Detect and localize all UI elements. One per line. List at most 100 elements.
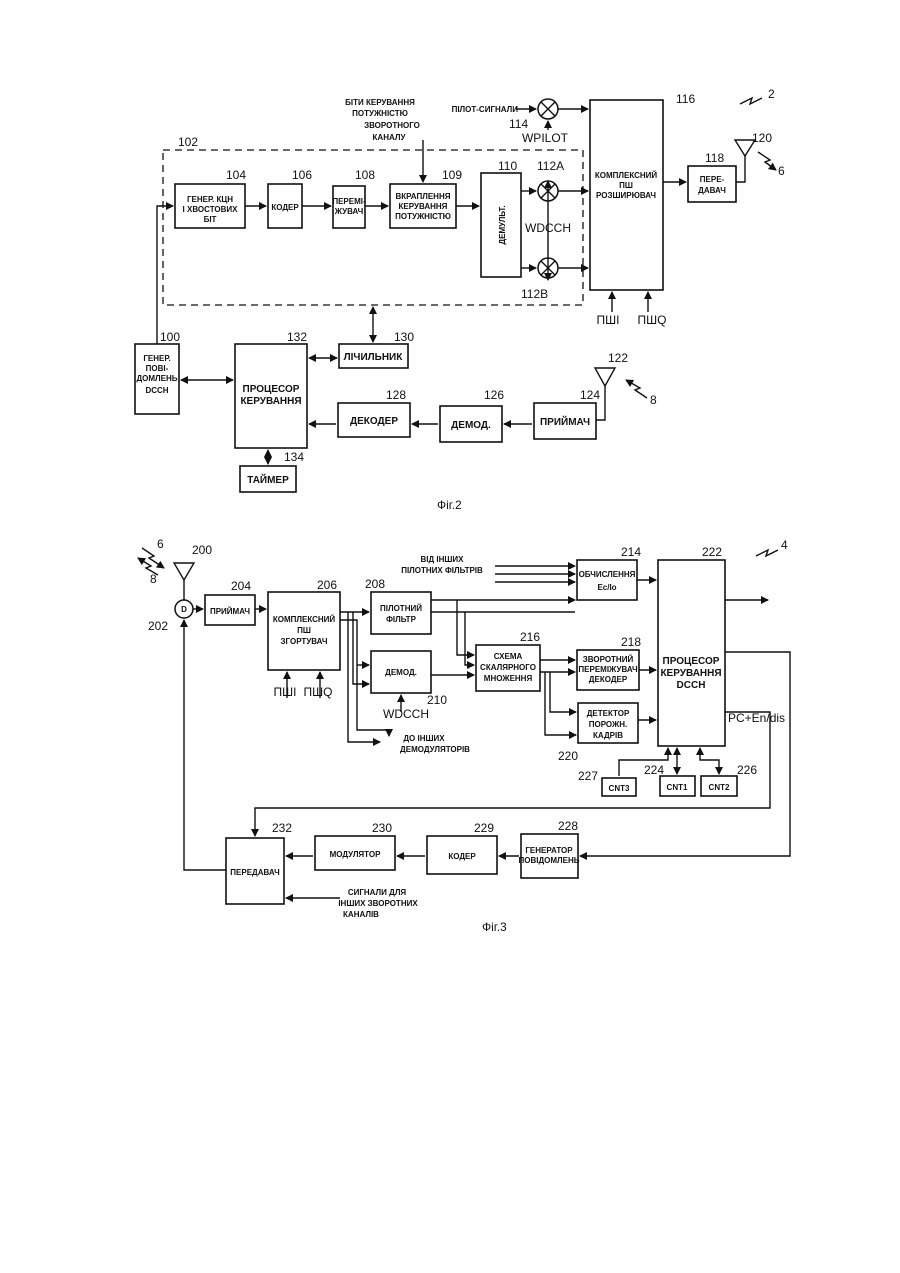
ref-202: 202 [148,619,168,633]
ref-106: 106 [292,168,312,182]
pn-q-label-fig2: ПШQ [638,313,667,327]
receiver-label-fig3: ПРИЙМАЧ [210,607,250,616]
dot-product-label-2: СКАЛЯРНОГО [480,663,536,672]
ref-124: 124 [580,388,600,402]
ref-4: 4 [781,538,788,552]
transmitter-label-fig3: ПЕРЕДАВАЧ [230,868,280,877]
dcch-proc-label-2: КЕРУВАННЯ [660,668,721,679]
pilot-filter-label-2: ФІЛЬТР [386,615,416,624]
cnt2-label: CNT2 [709,783,730,792]
demod-label-fig2: ДЕМОД. [451,420,491,431]
coder-label-fig3: КОДЕР [448,852,476,861]
figure-3-caption: Фіг.3 [482,920,507,934]
ref-2-arrow [740,98,762,104]
empty-detector-label-3: КАДРІВ [593,731,623,740]
ecio-label-2: Ec/Io [597,583,616,592]
ref-200: 200 [192,543,212,557]
ref-112b: 112В [521,287,548,301]
ecio-calc-box [577,560,637,600]
control-processor-label-1: ПРОЦЕСОР [243,384,300,395]
pilot-filter-label-1: ПІЛОТНИЙ [380,604,422,613]
ref-208: 208 [365,577,385,591]
power-insertion-label-1: ВКРАПЛЕННЯ [396,192,451,201]
ref-112a: 112А [537,159,564,173]
modulator-label: МОДУЛЯТОР [330,850,382,859]
receiver-label-fig2: ПРИЙМАЧ [540,415,590,428]
ref-206: 206 [317,578,337,592]
w-dcch-label-fig2: WDCCH [525,221,571,235]
despreader-label-2: ПШ [297,626,311,635]
figure-3: ПРИЙМАЧ КОМПЛЕКСНИЙ ПШ ЗГОРТУВАЧ ПІЛОТНИ… [138,537,790,934]
transmitter-label-2: ДАВАЧ [698,186,726,195]
ref-116: 116 [676,92,695,106]
demux-label: ДЕМУЛЬТ. [498,205,507,244]
ref-132: 132 [287,330,307,344]
w-dcch-label-fig3: WDCCH [383,707,429,721]
empty-detector-label-1: ДЕТЕКТОР [587,709,630,718]
spreader-label-3: РОЗШИРЮВАЧ [596,191,656,200]
coder-label: КОДЕР [271,203,299,212]
radio-link-6-fig2 [758,152,776,170]
signals-other-channels-label-3: КАНАЛІВ [343,910,379,919]
ref-204: 204 [231,579,251,593]
ref-226: 226 [737,763,757,777]
figure-2-caption: Фіг.2 [437,498,462,512]
dcch-proc-label-1: ПРОЦЕСОР [663,656,720,667]
pn-i-label-fig2: ПШI [597,313,620,327]
power-bits-label-4: КАНАЛУ [373,133,407,142]
ref-2: 2 [768,87,775,101]
despreader-label-1: КОМПЛЕКСНИЙ [273,615,336,624]
ref-128: 128 [386,388,406,402]
dcch-msg-gen-label-2: ПОВІ- [146,364,169,373]
power-insertion-label-2: КЕРУВАННЯ [399,202,448,211]
ref-224: 224 [644,763,664,777]
interleaver-label-1: ПЕРЕМІ- [332,197,366,206]
ref-216: 216 [520,630,540,644]
signals-other-channels-label-2: ІНШИХ ЗВОРОТНИХ [338,899,418,908]
ref-104: 104 [226,168,246,182]
ref-228: 228 [558,819,578,833]
ref-134: 134 [284,450,304,464]
rev-deint-label-3: ДЕКОДЕР [589,675,628,684]
dcch-control-processor-box [658,560,725,746]
radio-link-8-fig2 [626,380,647,398]
ecio-label-1: ОБЧИСЛЕННЯ [579,570,636,579]
from-other-filters-label-1: ВІД ІНШИХ [420,555,464,564]
crc-tail-generator-label-2: І ХВОСТОВИХ [183,205,239,214]
pn-i-label-fig3: ПШI [274,685,297,699]
spreader-label-1: КОМПЛЕКСНИЙ [595,171,658,180]
control-processor-label-2: КЕРУВАННЯ [240,396,301,407]
ref-126: 126 [484,388,504,402]
ref-118: 118 [705,151,724,165]
dcch-proc-label-3: DCCH [677,680,706,691]
crc-tail-generator-label-1: ГЕНЕР. КЦН [187,195,233,204]
counter-label: ЛІЧИЛЬНИК [344,352,404,363]
msg-gen-label-2-fig3: ПОВІДОМЛЕНЬ [518,856,579,865]
from-other-filters-label-2: ПІЛОТНИХ ФІЛЬТРІВ [401,566,483,575]
spreader-label-2: ПШ [619,181,633,190]
to-other-demods-label-2: ДЕМОДУЛЯТОРІВ [400,745,470,754]
ref-214: 214 [621,545,641,559]
empty-detector-label-2: ПОРОЖН. [589,720,628,729]
ref-109: 109 [442,168,462,182]
antenna-200 [174,563,194,580]
ref-120: 120 [752,131,772,145]
ref-210: 210 [427,693,447,707]
ref-229: 229 [474,821,494,835]
ref-4-arrow [756,550,778,556]
despreader-label-3: ЗГОРТУВАЧ [281,637,328,646]
interleaver-label-2: ЖУВАЧ [334,207,364,216]
power-bits-label-3: ЗВОРОТНОГО [364,121,420,130]
multiplier-114 [538,99,558,119]
radio-link-6-fig3 [142,548,164,568]
dcch-msg-gen-label-4: DCCH [145,386,168,395]
ref-232: 232 [272,821,292,835]
figure-2: ГЕНЕР. КЦН І ХВОСТОВИХ БІТ КОДЕР ПЕРЕМІ-… [135,87,785,512]
ref-110: 110 [498,159,517,173]
rev-deint-label-1: ЗВОРОТНИЙ [583,655,634,664]
dcch-msg-gen-label-3: ДОМЛЕНЬ [136,374,177,383]
crc-tail-generator-label-3: БІТ [204,215,217,224]
transmitter-box-fig2 [688,166,736,202]
signals-other-channels-label-1: СИГНАЛИ ДЛЯ [348,888,407,897]
